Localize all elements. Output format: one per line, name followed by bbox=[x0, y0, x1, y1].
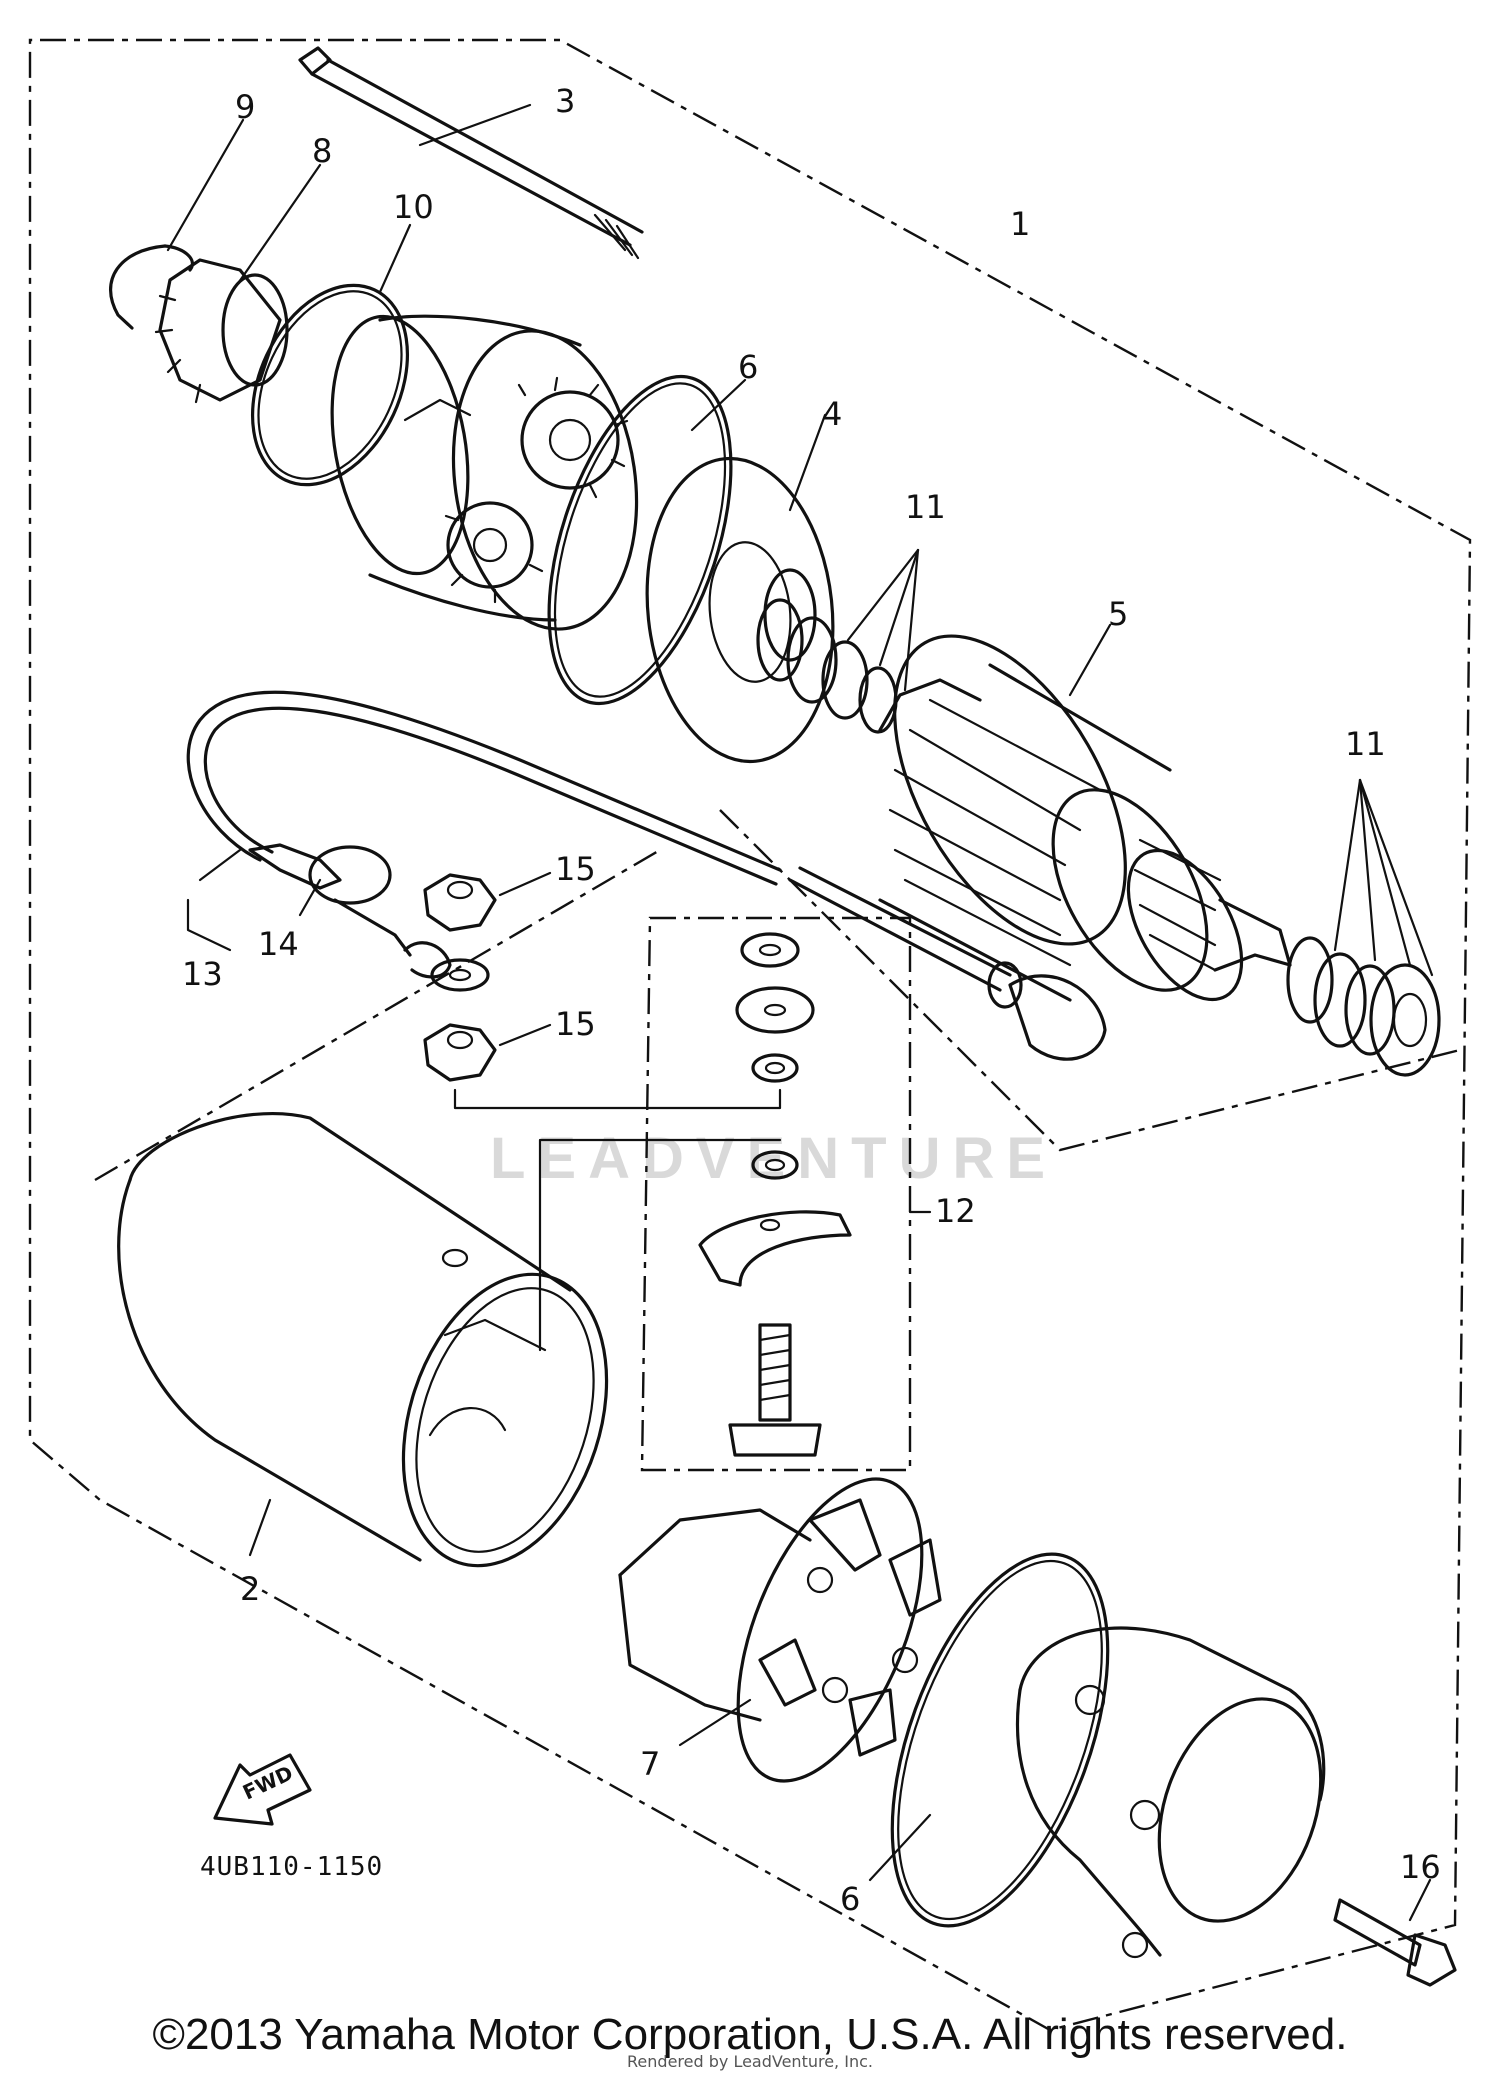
rendered-by-notice: Rendered by LeadVenture, Inc. bbox=[627, 2052, 873, 2071]
washer-small bbox=[430, 958, 490, 992]
part-label-10: 10 bbox=[393, 188, 434, 226]
part-label-4: 4 bbox=[822, 395, 842, 433]
gasket-rear bbox=[868, 1552, 1110, 1928]
gasket-front bbox=[547, 374, 747, 706]
o-ring-front bbox=[250, 223, 412, 487]
terminal-kit-bracket bbox=[640, 916, 912, 1472]
part-label-11-rear: 11 bbox=[1345, 725, 1386, 763]
part-label-13: 13 bbox=[182, 955, 223, 993]
washer-set-front bbox=[756, 548, 920, 734]
armature bbox=[878, 623, 1292, 1002]
part-label-6-lower: 6 bbox=[840, 1880, 860, 1918]
assembly-boundary bbox=[28, 38, 1472, 2032]
washer-set-rear bbox=[1286, 778, 1441, 1077]
terminal-kit bbox=[698, 932, 932, 1457]
through-bolt bbox=[298, 46, 644, 260]
terminal-guide-line bbox=[538, 1138, 782, 1352]
brush-holder bbox=[618, 1477, 942, 1783]
part-label-6-upper: 6 bbox=[738, 348, 758, 386]
copyright-notice: ©2013 Yamaha Motor Corporation, U.S.A. A… bbox=[152, 2010, 1348, 2059]
front-cover-gear-housing bbox=[330, 314, 639, 631]
nut-upper bbox=[423, 871, 552, 932]
circlip bbox=[108, 118, 245, 330]
part-label-14: 14 bbox=[258, 925, 299, 963]
part-label-9: 9 bbox=[235, 88, 255, 126]
forward-arrow-icon: FWD bbox=[213, 1753, 312, 1826]
part-label-3: 3 bbox=[555, 82, 575, 120]
pinion-gear bbox=[154, 163, 322, 404]
part-label-12: 12 bbox=[935, 1192, 976, 1230]
rear-bolt bbox=[1333, 1878, 1457, 1987]
nut-lower bbox=[423, 1023, 552, 1082]
yoke-guide-line bbox=[94, 848, 661, 1182]
rear-cover bbox=[1016, 1626, 1326, 1959]
nut-bracket-line bbox=[453, 1088, 782, 1110]
drawing-number: 4UB110-1150 bbox=[200, 1852, 383, 1882]
part-label-16: 16 bbox=[1400, 1848, 1441, 1886]
part-label-15-lower: 15 bbox=[555, 1005, 596, 1043]
part-label-1: 1 bbox=[1010, 205, 1030, 243]
part-label-7: 7 bbox=[640, 1745, 660, 1783]
end-plate bbox=[645, 413, 835, 764]
part-label-15-upper: 15 bbox=[555, 850, 596, 888]
part-label-11-front: 11 bbox=[905, 488, 946, 526]
watermark: LEADVENTURE bbox=[490, 1126, 1057, 1191]
part-label-8: 8 bbox=[312, 132, 332, 170]
part-label-5: 5 bbox=[1108, 595, 1128, 633]
part-label-2: 2 bbox=[240, 1570, 260, 1608]
lead-wire bbox=[186, 690, 1107, 1061]
yoke bbox=[117, 1112, 609, 1568]
armature-guide-line bbox=[719, 809, 1461, 1152]
